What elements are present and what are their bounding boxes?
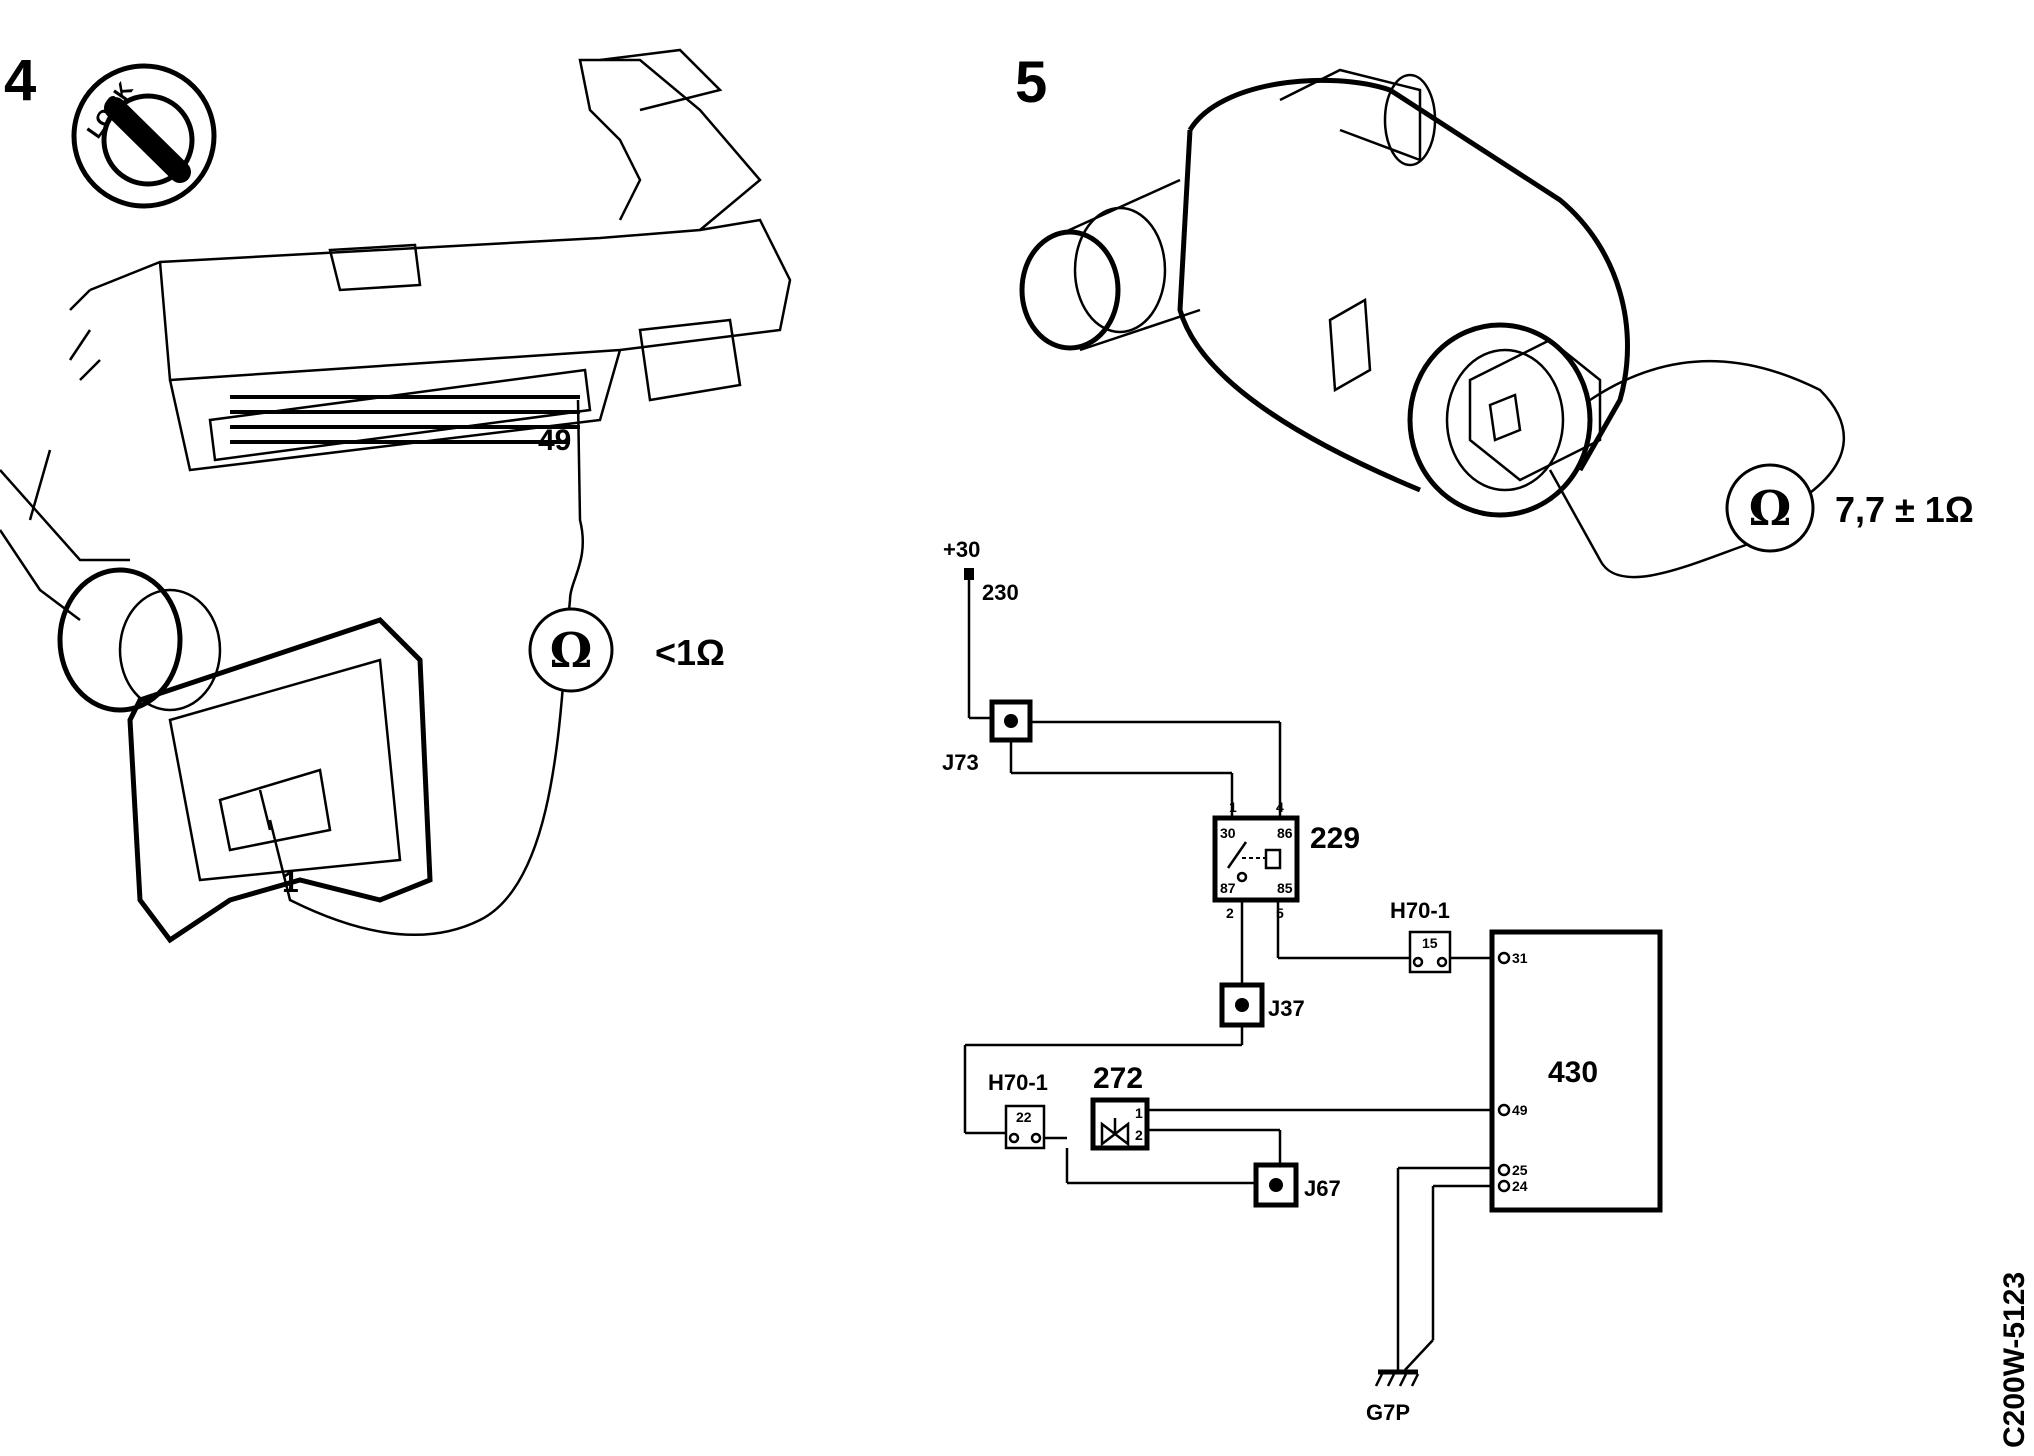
valve-ohmmeter-lead [1548, 359, 1846, 579]
svg-text:25: 25 [1512, 1162, 1528, 1178]
figure-5-number: 5 [1015, 50, 1047, 115]
svg-text:2: 2 [1135, 1127, 1143, 1143]
svg-text:22: 22 [1016, 1109, 1032, 1125]
svg-text:Ω: Ω [550, 623, 593, 679]
document-code: C200W-5123 [1998, 1272, 2031, 1448]
ground-label: G7P [1366, 1400, 1410, 1425]
supply-terminal [964, 568, 974, 580]
idle-valve-272 [1090, 1097, 1150, 1151]
wiring-schematic: +30 230 J73 1 4 30 86 87 85 229 2 5 15 [942, 537, 1663, 1425]
ecu-430 [1489, 929, 1663, 1213]
ground-symbol-g7p [1374, 1369, 1420, 1387]
svg-text:Ω: Ω [1749, 481, 1792, 537]
svg-text:49: 49 [1512, 1102, 1528, 1118]
svg-text:31: 31 [1512, 950, 1528, 966]
figure-4-number: 4 [4, 48, 36, 113]
connector-h70-1-pin-22 [1004, 1104, 1046, 1150]
ecu-connector-illustration [68, 48, 792, 472]
ecu-430-label: 430 [1548, 1056, 1598, 1089]
pin-1-label: 1 [282, 866, 299, 899]
relay-229-label: 229 [1310, 822, 1360, 855]
ohmmeter-icon: Ω [528, 607, 614, 693]
resistance-reading: <1Ω [655, 632, 725, 673]
svg-text:85: 85 [1277, 880, 1293, 896]
svg-text:86: 86 [1277, 825, 1293, 841]
svg-text:4: 4 [1276, 799, 1284, 815]
valve-ohmmeter-icon: Ω [1725, 463, 1815, 553]
svg-text:15: 15 [1422, 935, 1438, 951]
idle-valve-272-label: 272 [1093, 1062, 1143, 1095]
svg-text:5: 5 [1276, 905, 1284, 921]
injector-plug-illustration [0, 449, 433, 944]
svg-text:2: 2 [1226, 905, 1234, 921]
valve-resistance-reading: 7,7 ± 1Ω [1835, 489, 1974, 530]
junction-j67-label: J67 [1304, 1176, 1341, 1201]
ohmmeter-lead [268, 399, 585, 937]
svg-text:1: 1 [1229, 799, 1237, 815]
supply-wire-label: 230 [982, 580, 1019, 605]
junction-j73-label: J73 [942, 750, 979, 775]
supply-label: +30 [943, 537, 980, 562]
relay-229 [1212, 815, 1300, 903]
connector-h70-1-pin-15 [1408, 930, 1452, 974]
ignition-lock-icon: LOCK [71, 63, 217, 209]
svg-text:1: 1 [1135, 1105, 1143, 1121]
idle-valve-illustration [1019, 68, 1630, 518]
svg-text:87: 87 [1220, 880, 1236, 896]
svg-text:24: 24 [1512, 1178, 1528, 1194]
pin-49-label: 49 [538, 424, 571, 457]
connector-h70-1-label-a: H70-1 [1390, 898, 1450, 923]
junction-j67 [1253, 1162, 1299, 1208]
junction-j37-label: J37 [1268, 996, 1305, 1021]
connector-h70-1-label-b: H70-1 [988, 1070, 1048, 1095]
svg-text:30: 30 [1220, 825, 1236, 841]
